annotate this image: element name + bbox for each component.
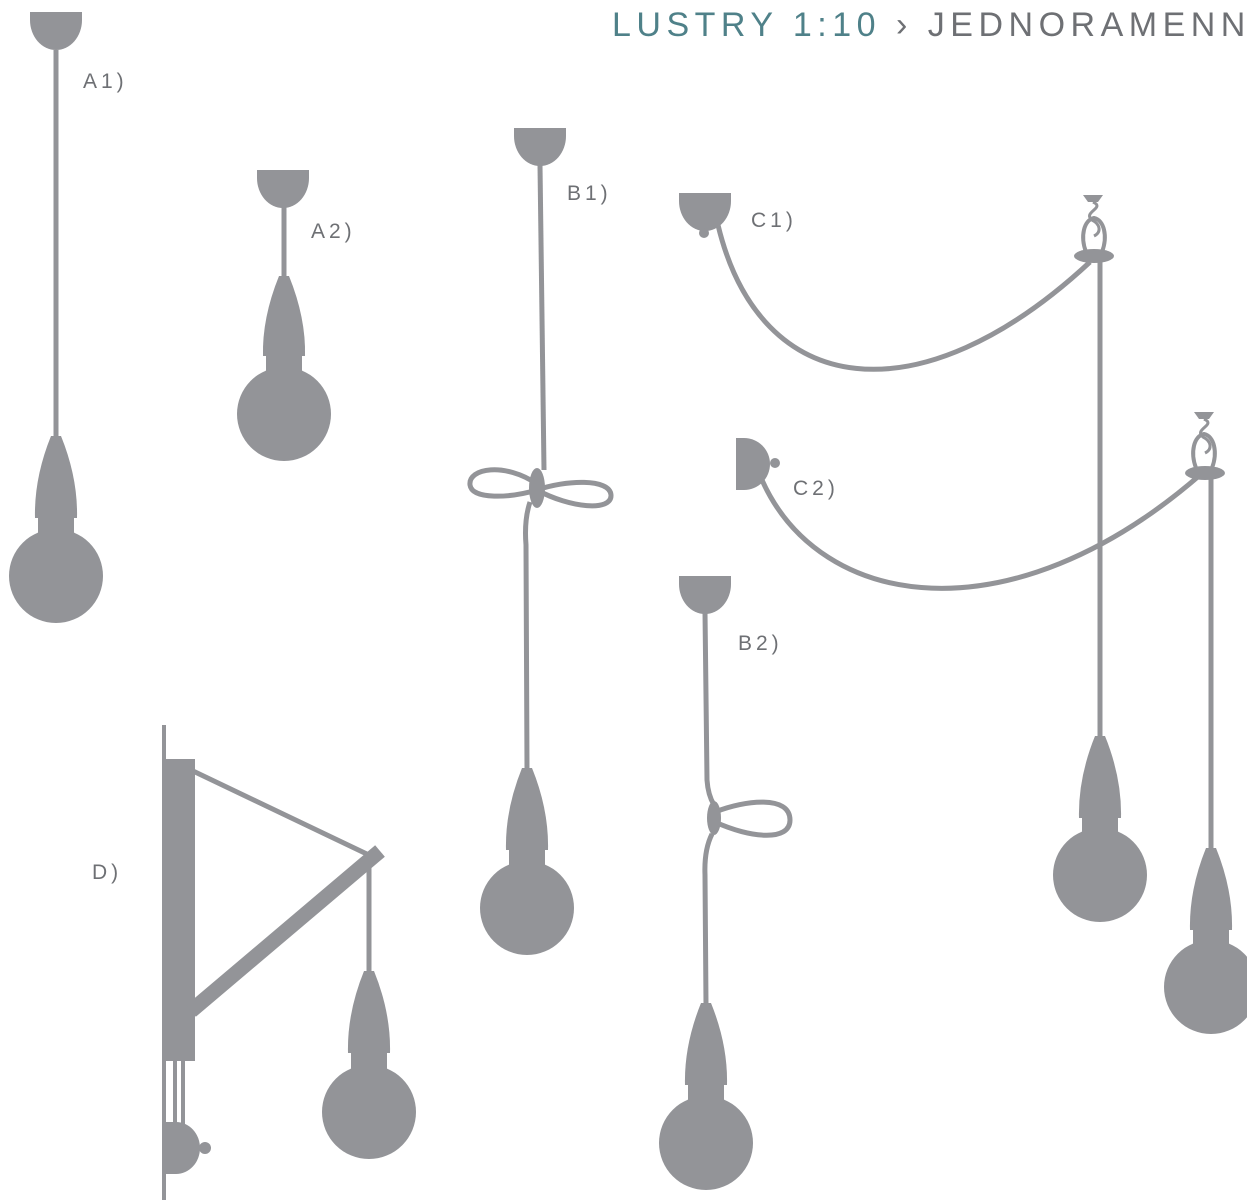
- swag-hook-c2: [1185, 466, 1225, 480]
- wall-bracket-d: [165, 759, 195, 1061]
- ceiling-hook-c1: [1083, 195, 1103, 202]
- lamp-b2: [659, 576, 793, 1190]
- ceiling-canopy-a2: [257, 170, 309, 208]
- socket-c2: [1189, 848, 1233, 930]
- label-d: D): [92, 861, 123, 884]
- hanger-loop-c1: [1081, 215, 1107, 253]
- breadcrumb-separator-icon: ›: [896, 6, 913, 44]
- lamp-a1: [9, 12, 103, 623]
- lamp-a2: [237, 170, 331, 461]
- cord-loop-b2: [713, 799, 793, 838]
- hanger-loop-c2: [1191, 431, 1217, 469]
- lamp-b1: [467, 128, 614, 955]
- cord-b1-upper: [537, 164, 547, 471]
- ceiling-canopy-b2: [679, 576, 731, 614]
- bulb-a1: [9, 529, 103, 623]
- bulb-c1: [1053, 828, 1147, 922]
- socket-b1: [505, 768, 549, 850]
- socket-d: [347, 971, 391, 1053]
- wall-line-d: [162, 725, 166, 1200]
- ceiling-hook-c2: [1194, 412, 1214, 419]
- page-title: LUSTRY 1:10 › JEDNORAMENNÉ: [612, 6, 1247, 45]
- cord-b2-lower: [702, 832, 715, 1006]
- lamp-c1: [679, 193, 1147, 922]
- bulb-a2: [237, 367, 331, 461]
- ceiling-canopy-a1: [30, 12, 82, 50]
- label-c2: C2): [793, 477, 839, 500]
- support-rod-d: [191, 768, 373, 859]
- socket-a2: [262, 276, 306, 356]
- arm-d: [186, 845, 385, 1017]
- cord-b1-lower: [523, 501, 533, 771]
- swag-hook-c1: [1074, 249, 1114, 263]
- swag-cord-c1: [715, 224, 1092, 372]
- bulb-c2: [1164, 940, 1247, 1034]
- socket-a1: [34, 436, 78, 518]
- wall-canopy-c2: [736, 438, 770, 490]
- lamp-c2: [736, 412, 1247, 1034]
- ceiling-canopy-c1: [679, 193, 731, 231]
- label-a1: A1): [83, 70, 128, 93]
- label-a2: A2): [311, 220, 356, 243]
- swag-cord-c2: [759, 473, 1202, 591]
- bulb-b2: [659, 1096, 753, 1190]
- wall-outlet-d: [166, 1122, 200, 1174]
- cord-b2-upper: [702, 611, 717, 807]
- socket-c1: [1078, 736, 1122, 818]
- label-c1: C1): [751, 209, 797, 232]
- label-b2: B2): [738, 632, 783, 655]
- bulb-b1: [480, 861, 574, 955]
- cord-clip-b2: [707, 801, 721, 835]
- title-subcategory: JEDNORAMENNÉ: [927, 6, 1247, 44]
- ceiling-canopy-b1: [514, 128, 566, 166]
- socket-b2: [684, 1003, 728, 1085]
- lamp-d: [162, 725, 416, 1200]
- bulb-d: [322, 1065, 416, 1159]
- label-b1: B1): [567, 182, 612, 205]
- title-category: LUSTRY 1:10: [612, 6, 882, 44]
- cord-clip-b1: [529, 468, 545, 508]
